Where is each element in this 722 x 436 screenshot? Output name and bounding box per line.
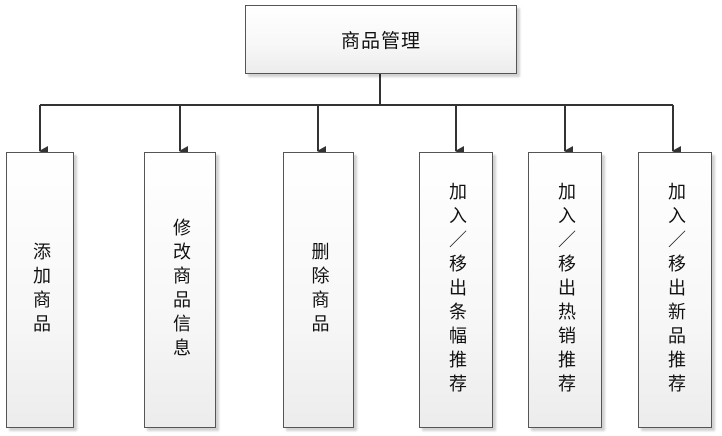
node-label: 添加商品 xyxy=(30,242,51,338)
root-node-label: 商品管理 xyxy=(340,30,421,52)
node-label: 加入／移出新品推荐 xyxy=(665,182,686,398)
node-new-product-recommend: 加入／移出新品推荐 xyxy=(638,152,712,428)
node-delete-product: 删除商品 xyxy=(283,152,354,428)
node-add-product: 添加商品 xyxy=(6,152,74,428)
node-label: 加入／移出条幅推荐 xyxy=(446,182,467,398)
node-label: 修改商品信息 xyxy=(170,218,191,362)
root-node-product-management: 商品管理 xyxy=(245,5,517,74)
node-label: 加入／移出热销推荐 xyxy=(555,182,576,398)
node-hot-sale-recommend: 加入／移出热销推荐 xyxy=(528,152,602,428)
node-label: 删除商品 xyxy=(308,242,330,338)
node-edit-product-info: 修改商品信息 xyxy=(144,152,216,428)
node-banner-recommend: 加入／移出条幅推荐 xyxy=(419,152,493,428)
